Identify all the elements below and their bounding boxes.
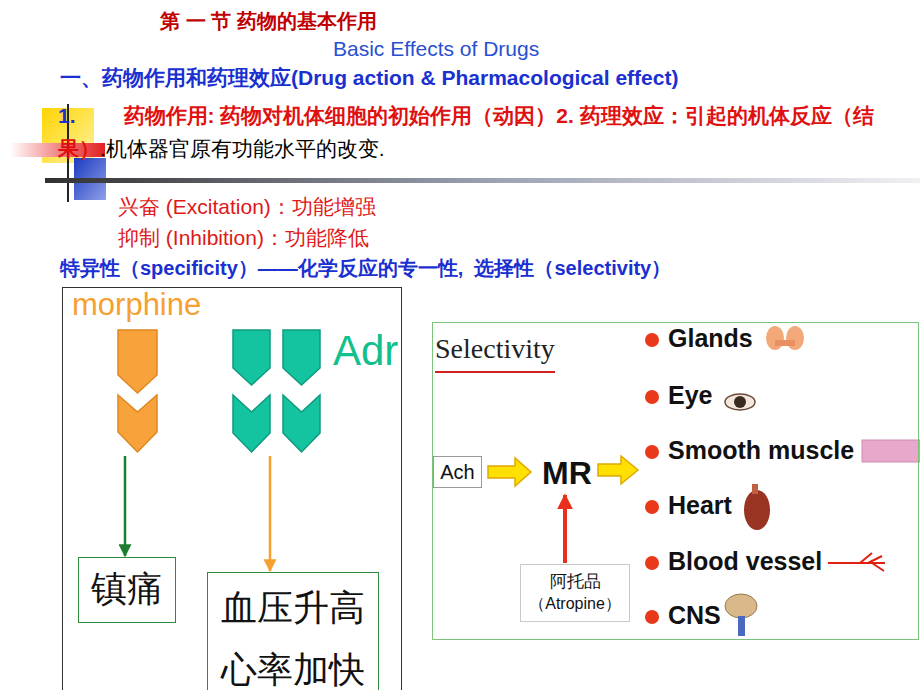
effect-text: 镇痛 xyxy=(79,558,175,621)
panel-title: Selectivity xyxy=(435,333,555,365)
ligand-name: Ach xyxy=(434,457,481,487)
effect-box: 镇痛 xyxy=(78,557,176,623)
bullet-dot xyxy=(645,390,659,404)
bullet-dot xyxy=(645,333,659,347)
chevron xyxy=(118,330,157,393)
arrow-connector xyxy=(269,456,272,571)
section-heading: 一、药物作用和药理效应(Drug action & Pharmacologica… xyxy=(60,64,678,92)
selectivity-panel: SelectivityAch MR 阿托品（Atropine） xyxy=(432,322,919,640)
drug-name: morphine xyxy=(72,288,201,322)
bullet-dot xyxy=(645,500,659,514)
heart-vessel xyxy=(752,484,758,494)
drug-chevron: morphine xyxy=(72,288,200,454)
subtitle: Basic Effects of Drugs xyxy=(333,37,539,61)
chevron xyxy=(233,330,270,385)
block-arrow xyxy=(488,458,531,486)
smooth-muscle-icon xyxy=(862,440,920,462)
antagonist-name: （Atropine） xyxy=(521,593,629,615)
receptor-name: MR xyxy=(537,453,597,493)
target-organ: Glands xyxy=(668,324,753,353)
effect-text: 血压升高 心率加快 xyxy=(208,573,378,690)
horizontal-rule xyxy=(45,178,920,183)
vessel-trunk xyxy=(828,562,885,564)
eye-icon xyxy=(725,394,755,410)
eye-white xyxy=(725,394,755,410)
drug-chevron: Adr xyxy=(228,290,400,454)
effect-type: 抑制 (Inhibition)：功能降低 xyxy=(118,224,369,252)
arrow-connector xyxy=(124,456,127,556)
brain-cortex xyxy=(725,594,757,618)
item-number: 1. xyxy=(58,104,124,127)
thyroid-icon xyxy=(766,326,804,350)
target-organ: CNS xyxy=(668,601,721,630)
ligand-box: Ach xyxy=(433,456,482,488)
antagonist-box: 阿托品（Atropine） xyxy=(520,564,630,622)
bullet-dot xyxy=(645,556,659,570)
target-organ: Smooth muscle xyxy=(668,436,854,465)
title-underline xyxy=(435,371,555,373)
vessel-branch xyxy=(860,553,884,571)
effect-type: 兴奋 (Excitation)：功能增强 xyxy=(118,193,376,221)
chevron xyxy=(233,395,270,452)
target-organ: Eye xyxy=(668,381,712,410)
target-organ: Heart xyxy=(668,491,732,520)
chevron xyxy=(283,330,320,385)
gland-lobe xyxy=(766,326,784,350)
definition-paragraph: 1.药物作用: 药物对机体细胞的初始作用（动因）2. 药理效应：引起的机体反应（… xyxy=(58,99,908,165)
chevron xyxy=(118,395,157,452)
heart-icon xyxy=(744,484,770,530)
brain-stem xyxy=(738,616,745,636)
property-heading: 特异性（specificity）——化学反应的专一性, 选择性（selectiv… xyxy=(60,255,671,282)
chevron xyxy=(283,395,320,452)
vessel-icon xyxy=(828,553,885,571)
antagonist-name: 阿托品 xyxy=(521,565,629,593)
brain-icon xyxy=(725,594,757,636)
eye-iris xyxy=(734,396,746,408)
effect-box: 血压升高 心率加快 xyxy=(207,572,379,690)
arrow-connector xyxy=(563,495,567,563)
heart-body xyxy=(744,490,770,530)
block-arrow xyxy=(598,456,638,484)
gland-isthmus xyxy=(775,340,795,346)
slide-title: 第 一 节 药物的基本作用 xyxy=(160,8,377,35)
definition-text: .机体器官原有功能水平的改变. xyxy=(100,137,385,160)
example-panel xyxy=(63,288,402,690)
drug-name: Adr xyxy=(333,328,398,374)
bullet-dot xyxy=(645,445,659,459)
bullet-dot xyxy=(645,610,659,624)
receptor-label: MR xyxy=(537,453,597,493)
gland-lobe xyxy=(786,326,804,350)
target-organ: Blood vessel xyxy=(668,547,822,576)
